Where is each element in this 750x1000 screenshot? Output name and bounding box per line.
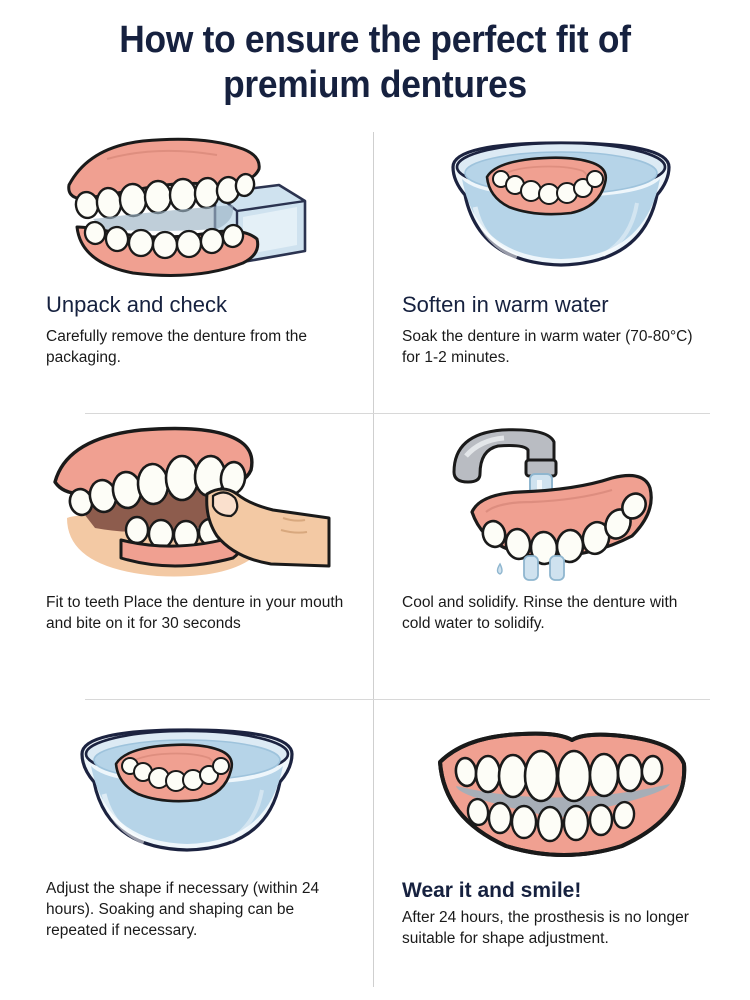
horizontal-divider-1 [85,413,710,414]
step-4-body: Cool and solidify. Rinse the denture wit… [402,594,678,632]
step-5-copy: Adjust the shape if necessary (within 24… [0,878,373,941]
step-card-1: Unpack and check Carefully remove the de… [0,114,373,413]
step-2-body: Soak the denture in warm water (70-80°C)… [402,328,693,366]
step-card-6: Wear it and smile! After 24 hours, the p… [374,700,747,984]
step-2-heading: Soften in warm water [402,292,609,317]
page-title-line-2: premium dentures [223,64,527,106]
step-card-5: Adjust the shape if necessary (within 24… [0,700,373,984]
step-5-body: Adjust the shape if necessary (within 24… [46,880,320,939]
denture-in-bowl-of-warm-water-icon [374,114,747,292]
vertical-divider [373,132,374,987]
step-3-copy: Fit to teeth Place the denture in your m… [0,592,373,634]
denture-in-bowl-of-cold-water-icon [0,700,373,878]
step-1-body: Carefully remove the denture from the pa… [46,328,308,366]
step-6-copy: Wear it and smile! After 24 hours, the p… [374,878,747,949]
faucet-rinsing-denture-icon [374,414,747,592]
step-card-3: Fit to teeth Place the denture in your m… [0,414,373,699]
horizontal-divider-2 [85,699,710,700]
step-card-2: Soften in warm water Soak the denture in… [374,114,747,413]
step-3-body: Fit to teeth Place the denture in your m… [46,594,344,632]
step-1-heading: Unpack and check [46,292,227,317]
steps-grid: Unpack and check Carefully remove the de… [0,114,750,987]
step-card-4: Cool and solidify. Rinse the denture wit… [374,414,747,699]
page-title: How to ensure the perfect fit of premium… [0,0,750,108]
step-6-body: After 24 hours, the prosthesis is no lon… [402,909,689,947]
denture-set-with-package-icon [0,114,373,292]
mouth-with-finger-pressing-teeth-icon [0,414,373,592]
step-4-copy: Cool and solidify. Rinse the denture wit… [374,592,747,634]
step-2-copy: Soften in warm water Soak the denture in… [374,292,747,368]
page-title-line-1: How to ensure the perfect fit of [119,19,631,61]
step-1-copy: Unpack and check Carefully remove the de… [0,292,373,368]
step-6-heading: Wear it and smile! [402,879,582,902]
smiling-mouth-full-teeth-icon [374,700,747,878]
